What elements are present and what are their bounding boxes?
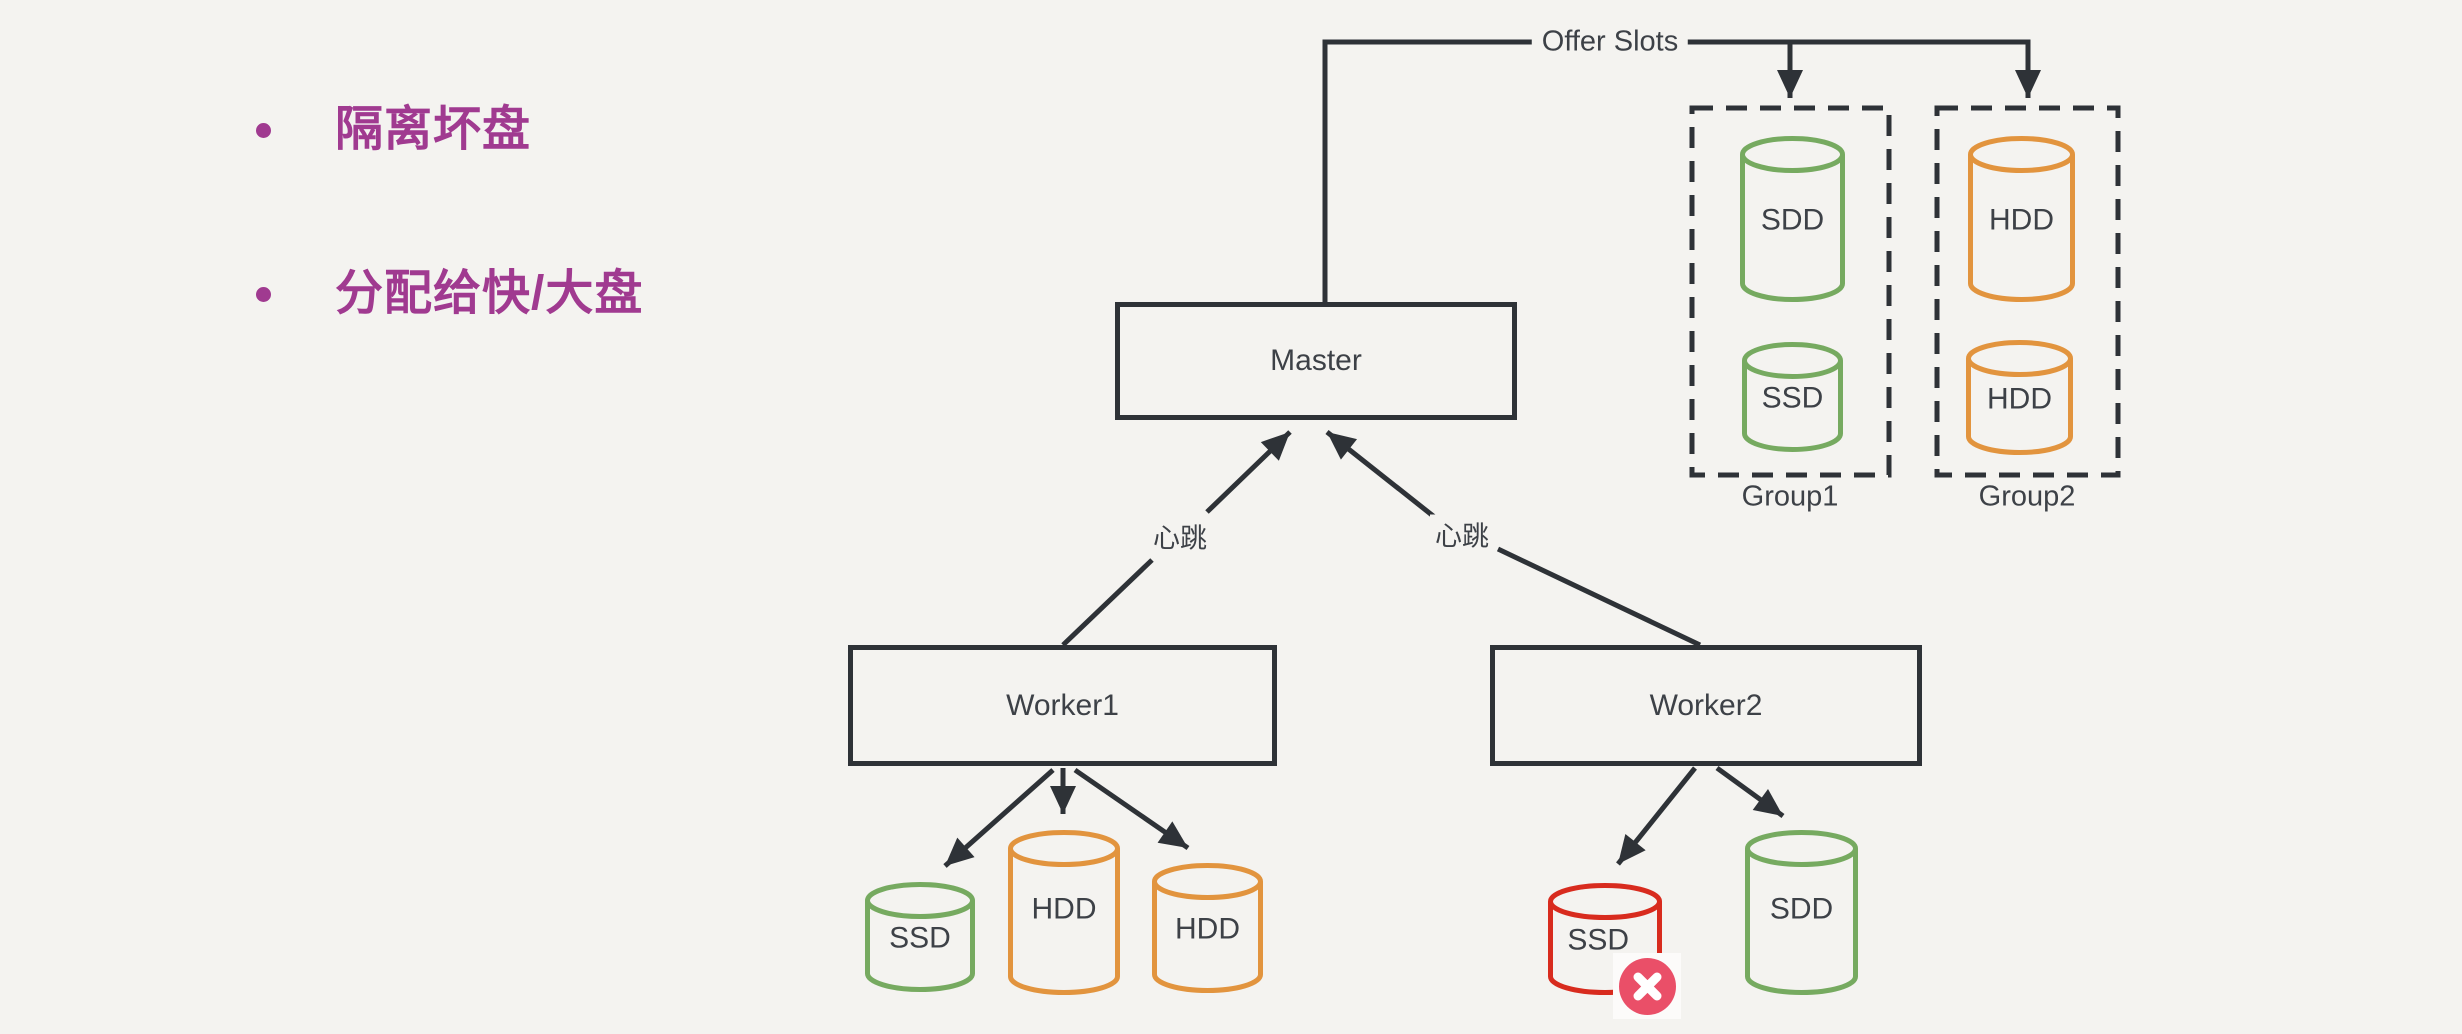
offer-slots-line bbox=[1322, 39, 2041, 302]
bullet-icon bbox=[256, 286, 271, 302]
note-text: 隔离坏盘 bbox=[335, 103, 532, 156]
x-mark-icon bbox=[1633, 972, 1661, 1000]
master-label: Master bbox=[1270, 344, 1362, 377]
disk-cylinder-group1-sdd: SDD bbox=[1740, 136, 1845, 302]
list-item: 分配给快/大盘 bbox=[256, 266, 643, 322]
worker1-disk-arrow-left bbox=[943, 768, 1055, 868]
bullet-icon bbox=[256, 122, 271, 138]
heartbeat2-arrow bbox=[1325, 430, 1439, 521]
error-badge bbox=[1613, 953, 1681, 1019]
disk-label: HDD bbox=[1031, 892, 1097, 926]
disk-cylinder-group2-hdd2: HDD bbox=[1966, 340, 2073, 455]
disk-label: SDD bbox=[1760, 203, 1825, 237]
note-text: 分配给快/大盘 bbox=[335, 267, 644, 320]
disk-label: HDD bbox=[1989, 203, 2054, 237]
worker2-label: Worker2 bbox=[1649, 688, 1763, 722]
disk-label: SDD bbox=[1769, 892, 1834, 926]
list-item: 隔离坏盘 bbox=[256, 102, 531, 158]
disk-label: HDD bbox=[1987, 381, 2052, 415]
group1-label: Group1 bbox=[1741, 480, 1839, 513]
disk-cylinder-worker1-hdd1: HDD bbox=[1008, 830, 1120, 995]
worker2-disk-arrow-left bbox=[1616, 766, 1697, 866]
heartbeat-label: 心跳 bbox=[1430, 514, 1494, 554]
worker1-node: Worker1 bbox=[848, 645, 1277, 766]
heartbeat1-line bbox=[1061, 558, 1154, 647]
heartbeat-label: 心跳 bbox=[1148, 516, 1212, 556]
heartbeat1-arrow bbox=[1205, 430, 1292, 514]
heartbeat2-line bbox=[1496, 546, 1702, 648]
disk-label: HDD bbox=[1175, 912, 1240, 946]
disk-label: SSD bbox=[1761, 381, 1824, 415]
master-node: Master bbox=[1115, 302, 1517, 420]
group1-box bbox=[1689, 105, 1892, 478]
disk-cylinder-group1-ssd: SSD bbox=[1742, 342, 1843, 452]
x-circle-icon bbox=[1618, 957, 1676, 1015]
group2-label: Group2 bbox=[1978, 480, 2076, 513]
disk-cylinder-group2-hdd1: HDD bbox=[1968, 136, 2075, 302]
worker1-label: Worker1 bbox=[1006, 688, 1119, 722]
worker2-disk-arrow-right bbox=[1715, 765, 1785, 819]
disk-label: SSD bbox=[889, 921, 951, 955]
disk-label: SSD bbox=[1567, 923, 1629, 957]
worker2-node: Worker2 bbox=[1490, 645, 1922, 766]
worker1-disk-arrow-right bbox=[1073, 767, 1190, 851]
offer-slots-label: Offer Slots bbox=[1531, 25, 1689, 59]
disk-cylinder-worker1-ssd: SSD bbox=[865, 882, 975, 992]
disk-cylinder-worker1-hdd2: HDD bbox=[1152, 863, 1263, 993]
disk-cylinder-worker2-sdd: SDD bbox=[1745, 830, 1858, 995]
